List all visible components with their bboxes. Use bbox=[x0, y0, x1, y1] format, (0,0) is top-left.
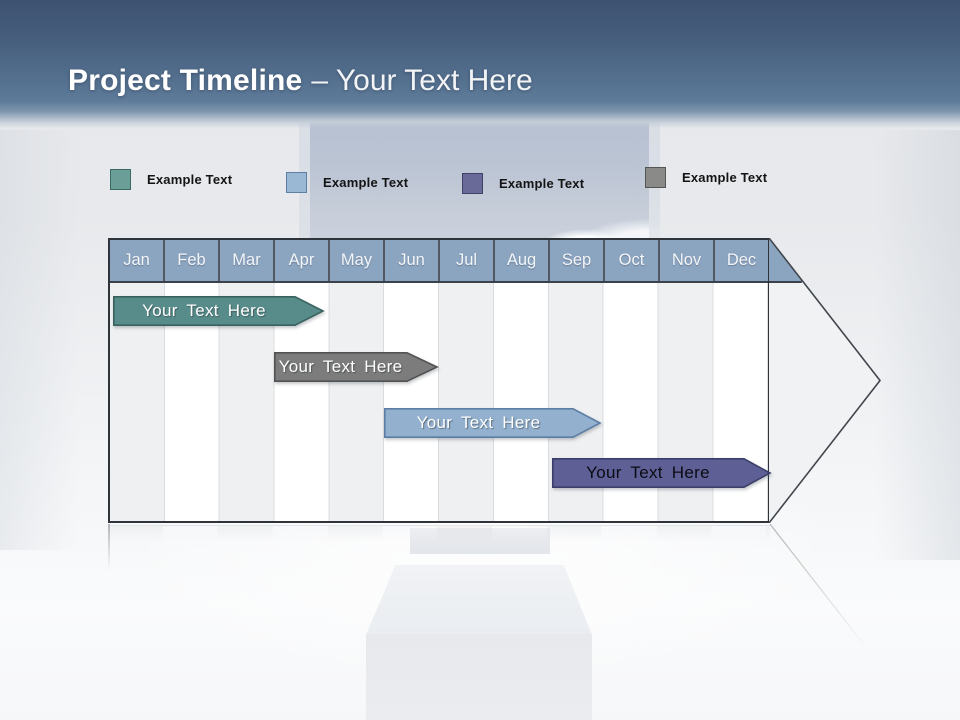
timeline-bar bbox=[552, 458, 772, 488]
arrowhead-reflection bbox=[769, 524, 869, 651]
legend-swatch bbox=[110, 169, 131, 190]
legend-item: Example Text bbox=[110, 169, 232, 190]
table-reflection bbox=[108, 525, 770, 542]
month-cell: Dec bbox=[726, 251, 757, 269]
month-cell: Feb bbox=[165, 240, 220, 281]
legend-swatch bbox=[286, 172, 307, 193]
legend-label: Example Text bbox=[147, 172, 233, 187]
header-band bbox=[0, 0, 960, 128]
month-cell: Apr bbox=[275, 240, 330, 281]
timeline-bar-label: Your Text Here bbox=[416, 413, 541, 432]
slide-title: Project Timeline– Your Text Here bbox=[68, 62, 533, 100]
month-cell: Oct bbox=[605, 240, 660, 281]
timeline-bar-label: Your Text Here bbox=[142, 301, 266, 320]
background-shade-right bbox=[875, 130, 960, 560]
legend-label: Example Text bbox=[323, 175, 409, 190]
table-left-edge-reflection bbox=[108, 524, 110, 570]
timeline-bar bbox=[274, 352, 439, 382]
legend-label: Example Text bbox=[499, 176, 585, 191]
gantt-bars-layer bbox=[113, 296, 772, 488]
legend-label: Example Text bbox=[682, 170, 768, 185]
month-cell: Aug bbox=[495, 240, 550, 281]
legend-item: Example Text bbox=[286, 172, 408, 193]
slide-title-subtitle: – Your Text Here bbox=[311, 64, 533, 97]
month-cell: May bbox=[330, 240, 385, 281]
pedestal-top-face bbox=[366, 565, 592, 635]
background-shade-left bbox=[0, 130, 80, 550]
legend-item: Example Text bbox=[645, 167, 767, 188]
timeline-bar-label: Your Text Here bbox=[586, 463, 710, 482]
month-cell: Jun bbox=[385, 240, 440, 281]
month-cell: Jan bbox=[110, 240, 165, 281]
timeline-bar bbox=[113, 296, 325, 326]
month-cell: Nov bbox=[660, 240, 715, 281]
month-cell: Sep bbox=[550, 240, 605, 281]
timeline-arrowhead bbox=[769, 238, 882, 523]
month-cell: Mar bbox=[220, 240, 275, 281]
timeline-bar bbox=[384, 408, 602, 438]
timeline-bar-label: Your Text Here bbox=[278, 357, 403, 376]
month-cell: Jul bbox=[440, 240, 495, 281]
pedestal-front-face bbox=[366, 634, 592, 720]
legend-swatch bbox=[645, 167, 666, 188]
legend-swatch bbox=[462, 173, 483, 194]
slide-title-main: Project Timeline bbox=[68, 64, 303, 97]
legend-item: Example Text bbox=[462, 173, 584, 194]
